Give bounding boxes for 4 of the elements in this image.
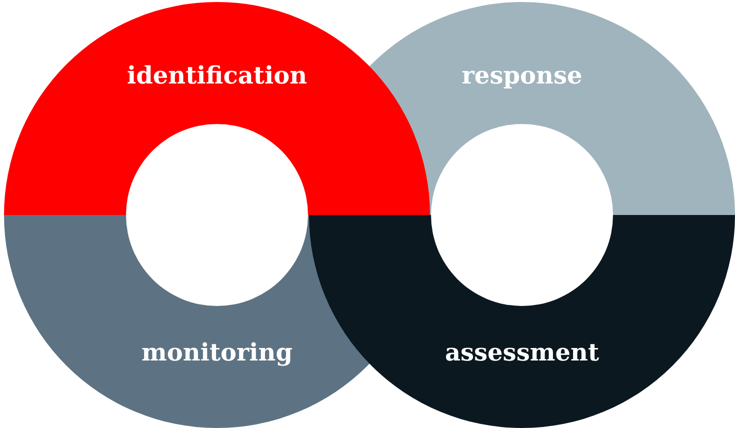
segment-label: assessment bbox=[444, 338, 600, 366]
segment-label: monitoring bbox=[141, 338, 293, 366]
segment-label: response bbox=[462, 60, 582, 90]
segment-label: identification bbox=[126, 60, 308, 90]
